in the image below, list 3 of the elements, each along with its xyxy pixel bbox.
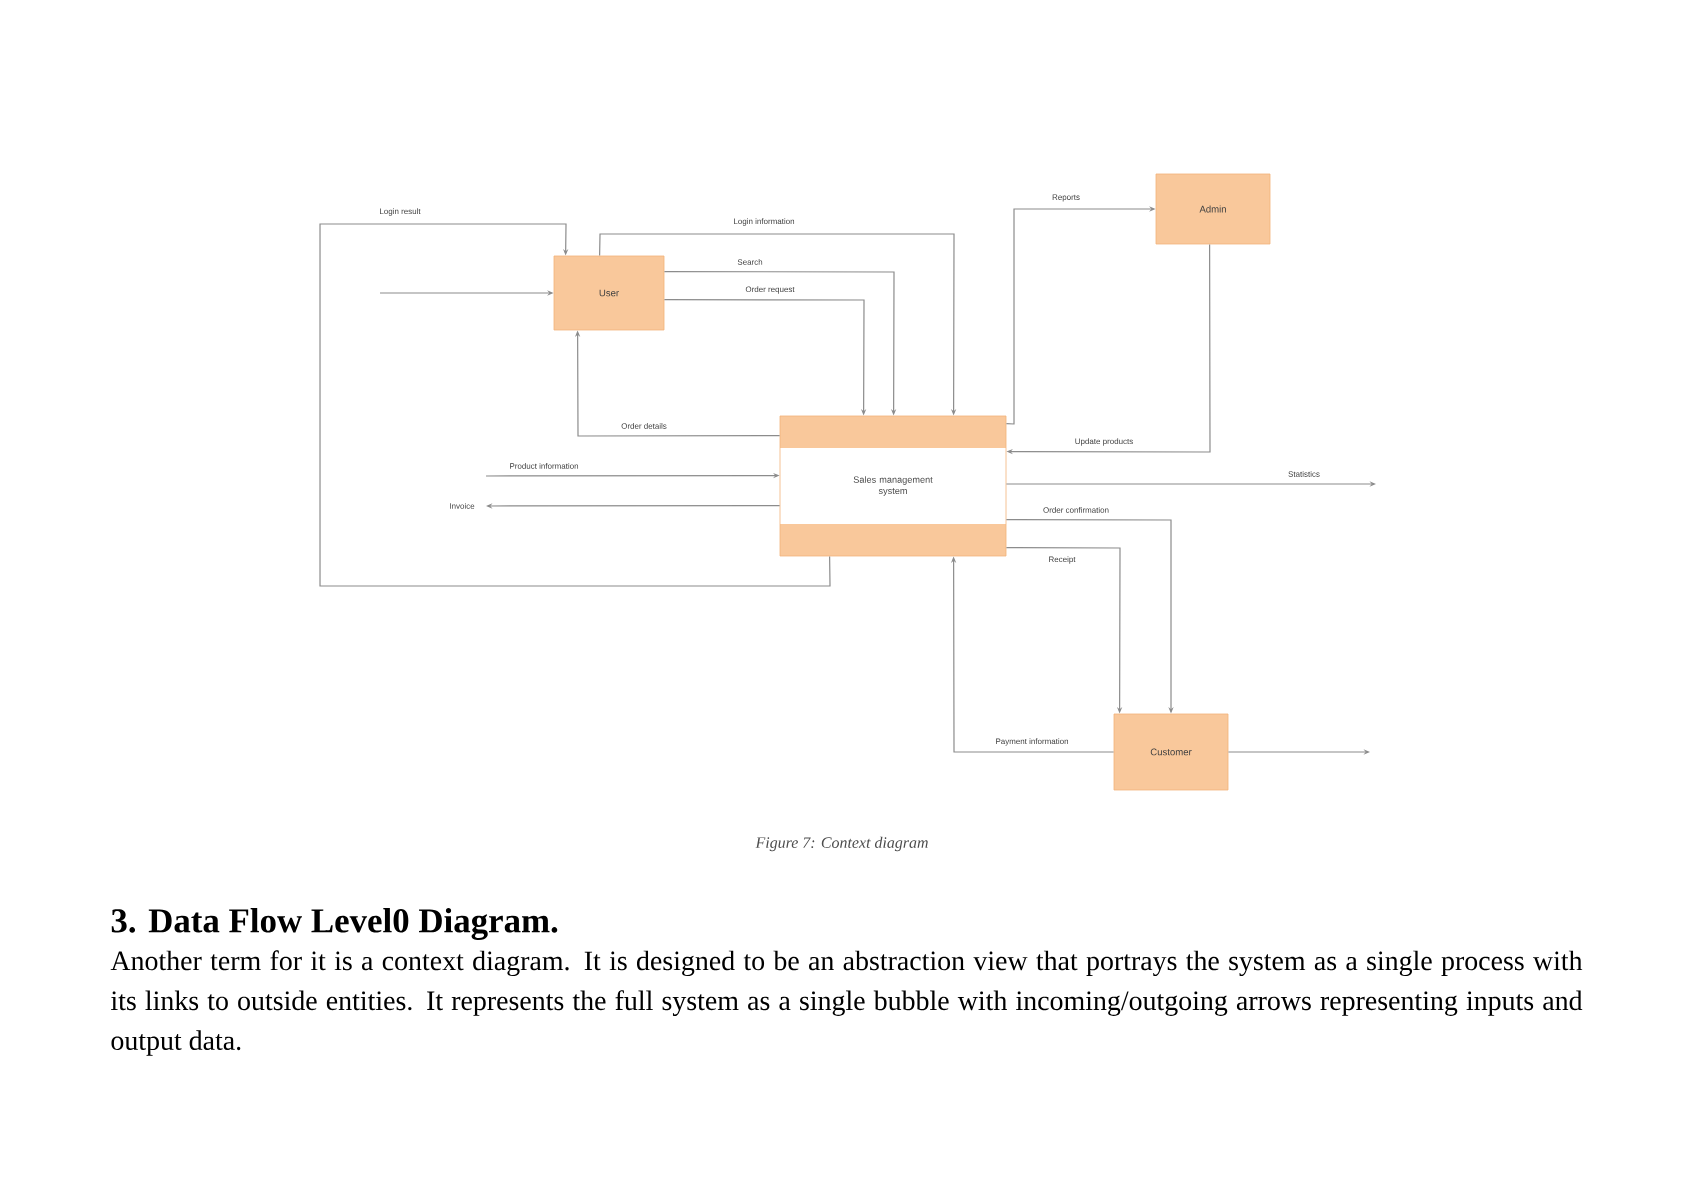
paragraph: Another term for it is a context diagram. It is designed to be an abstraction view that portrays the system as a single process with its links to outside entities. It represents the full system as a single bubble with incoming/outgoing arrows representing inputs and output data.: [110, 950, 1583, 1056]
arrow: [319, 223, 831, 587]
heading: 3. Data Flow Level0 Diagram.: [111, 908, 558, 940]
